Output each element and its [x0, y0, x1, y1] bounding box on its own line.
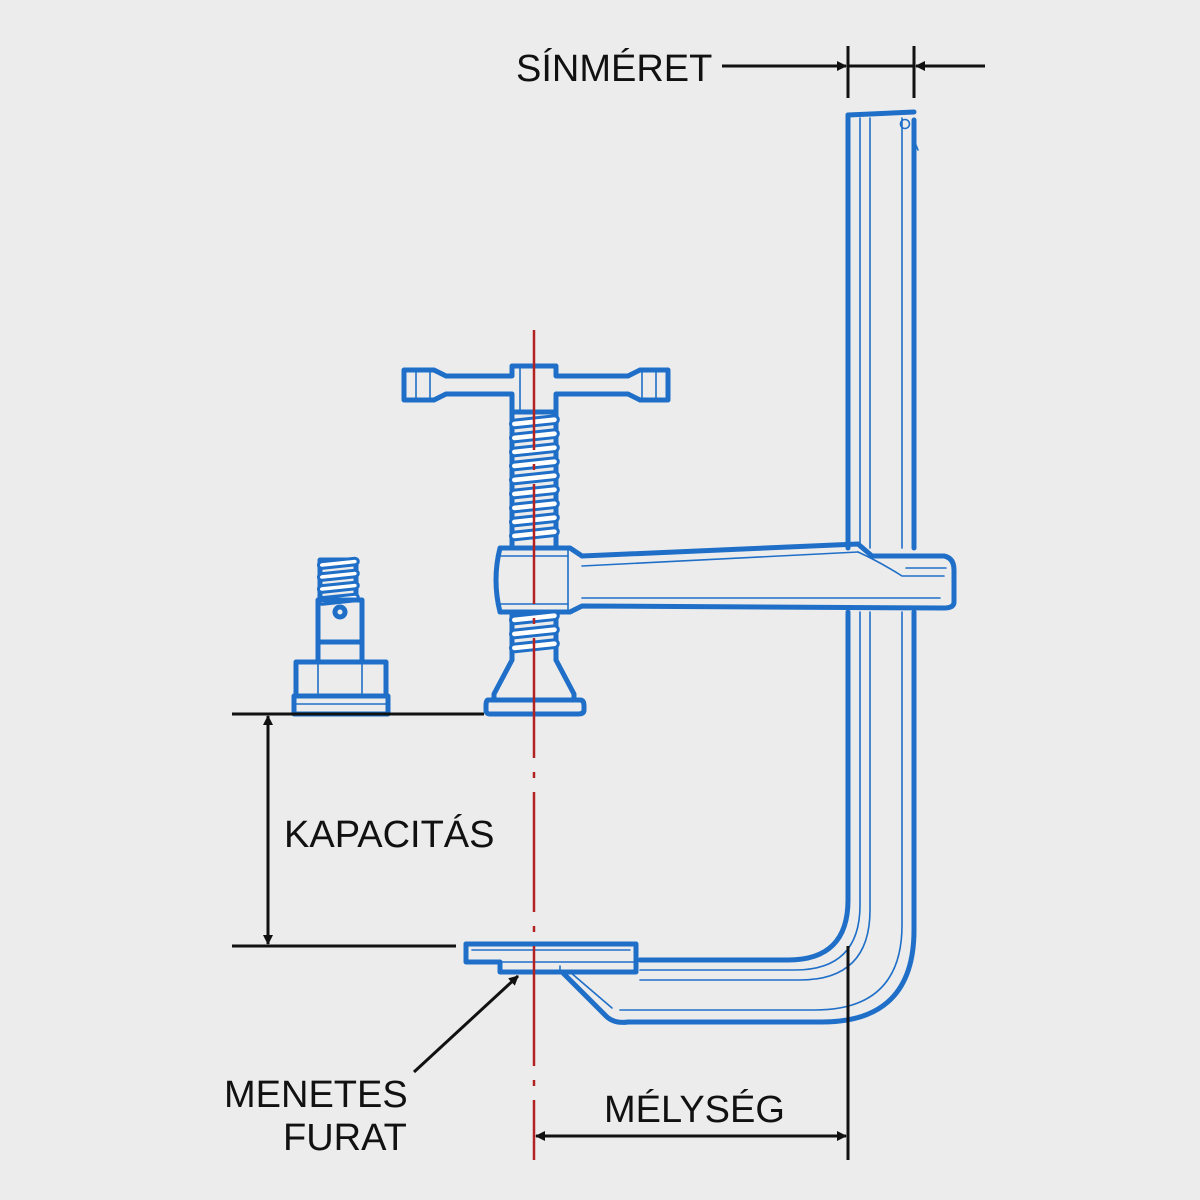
- capacity-label: KAPACITÁS: [284, 813, 494, 856]
- thread-crest: [316, 556, 360, 570]
- threaded-hole-label-line2: FURAT: [283, 1117, 407, 1159]
- thread-crest: [509, 470, 560, 486]
- rail-size-label: SÍNMÉRET: [516, 47, 712, 90]
- rail: [845, 109, 919, 551]
- clamp-drawing: [291, 109, 957, 1025]
- lower-jaw: [463, 941, 639, 1025]
- thread-crest: [316, 568, 360, 582]
- thread-crest: [509, 624, 560, 640]
- screw: [401, 363, 671, 717]
- spare-swivel-pad: [291, 556, 391, 717]
- capacity-dimension: KAPACITÁS: [232, 712, 494, 948]
- sliding-arm: [493, 541, 957, 615]
- threaded-hole-callout: MENETES FURAT: [224, 974, 520, 1159]
- threaded-hole-label-line1: MENETES: [224, 1074, 408, 1116]
- depth-dimension: MÉLYSÉG: [535, 946, 850, 1160]
- depth-label: MÉLYSÉG: [604, 1088, 785, 1131]
- rail-lower-curve: [619, 609, 917, 1025]
- rail-size-dimension: SÍNMÉRET: [516, 46, 985, 98]
- thread-crest: [316, 580, 360, 594]
